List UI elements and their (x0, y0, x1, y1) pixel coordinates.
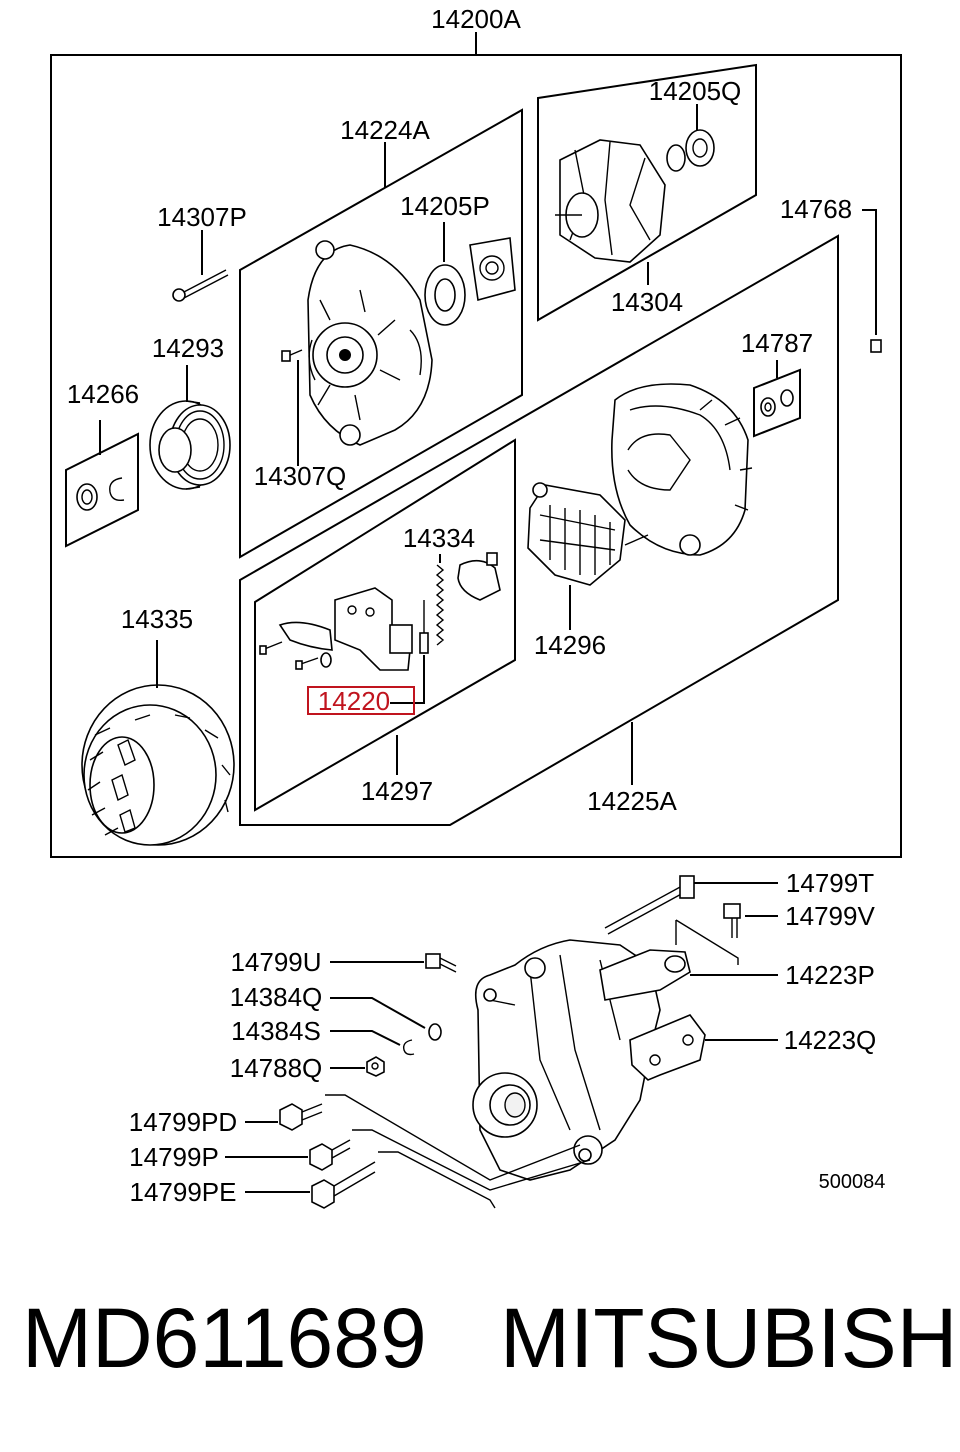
label-14334[interactable]: 14334 (403, 523, 475, 553)
label-14307P[interactable]: 14307P (157, 202, 247, 232)
label-14799P[interactable]: 14799P (129, 1142, 219, 1172)
label-14799PE[interactable]: 14799PE (130, 1177, 237, 1207)
bracket-14223P-part (599, 949, 691, 1001)
pulley-part (149, 400, 231, 490)
front-bracket-box (239, 108, 523, 559)
front-bracket-part (307, 240, 433, 446)
bolt-14799P-part (309, 1139, 351, 1171)
label-14224A[interactable]: 14224A (340, 115, 430, 145)
stator-part (81, 684, 235, 846)
label-14384Q[interactable]: 14384Q (230, 982, 323, 1012)
brush-spring-part (435, 552, 501, 646)
regulator-box (254, 438, 516, 812)
label-14304[interactable]: 14304 (611, 287, 683, 317)
nut-14788Q-part (366, 1056, 385, 1077)
terminal-pin-part (870, 339, 882, 353)
label-14799V[interactable]: 14799V (785, 901, 875, 931)
label-14205Q[interactable]: 14205Q (649, 76, 742, 106)
brand-name: MITSUBISHI (500, 1291, 960, 1385)
label-14293[interactable]: 14293 (152, 333, 224, 363)
label-14787[interactable]: 14787 (741, 328, 813, 358)
screw-14307Q-part (281, 349, 303, 362)
bracket-14223Q-part (629, 1014, 706, 1081)
label-14788Q[interactable]: 14788Q (230, 1053, 323, 1083)
rear-bracket-box (239, 234, 839, 826)
bolt-14799U-part (425, 953, 457, 973)
regulator-part (259, 587, 413, 671)
terminal-kit-box (753, 368, 801, 438)
label-14220[interactable]: 14220 (318, 686, 390, 716)
rear-bracket-part (611, 383, 753, 556)
bearing-14205Q-part (685, 129, 715, 167)
nut-box (65, 432, 139, 548)
rotor-box (537, 63, 757, 322)
label-14799T[interactable]: 14799T (786, 868, 874, 898)
washer-14384Q-part (428, 1023, 442, 1041)
label-14296[interactable]: 14296 (534, 630, 606, 660)
label-14225A[interactable]: 14225A (587, 786, 677, 816)
label-14768[interactable]: 14768 (780, 194, 852, 224)
brush-highlight-box (307, 686, 415, 715)
mounted-alternator-part (472, 939, 661, 1181)
label-14200A[interactable]: 14200A (431, 4, 521, 34)
label-14205P[interactable]: 14205P (400, 191, 490, 221)
rotor-part (555, 139, 686, 263)
bolt-14799V-part (723, 903, 741, 938)
bolt-14799PE-part (311, 1161, 376, 1209)
bolt-14307P-part (172, 269, 229, 302)
brush-part (419, 600, 429, 654)
diagram-number: 500084 (819, 1171, 886, 1193)
label-14307Q[interactable]: 14307Q (254, 461, 347, 491)
nut-14266-part (76, 477, 125, 511)
label-14799U[interactable]: 14799U (230, 947, 321, 977)
bolt-14799T-part (604, 875, 695, 935)
part-number: MD611689 (22, 1291, 427, 1385)
label-14799PD[interactable]: 14799PD (129, 1107, 237, 1137)
label-14266[interactable]: 14266 (67, 379, 139, 409)
terminal-kit-part (760, 389, 794, 417)
washer-14384S-part (402, 1039, 415, 1056)
caption: MD611689 MITSUBISHI (0, 1290, 960, 1400)
label-14335[interactable]: 14335 (121, 604, 193, 634)
label-14384S[interactable]: 14384S (231, 1016, 321, 1046)
rectifier-part (527, 482, 649, 586)
bearing-14205P-part (424, 237, 516, 326)
label-14223P[interactable]: 14223P (785, 960, 875, 990)
bolt-14799PD-part (279, 1103, 323, 1131)
label-14223Q[interactable]: 14223Q (784, 1025, 877, 1055)
label-14297[interactable]: 14297 (361, 776, 433, 806)
